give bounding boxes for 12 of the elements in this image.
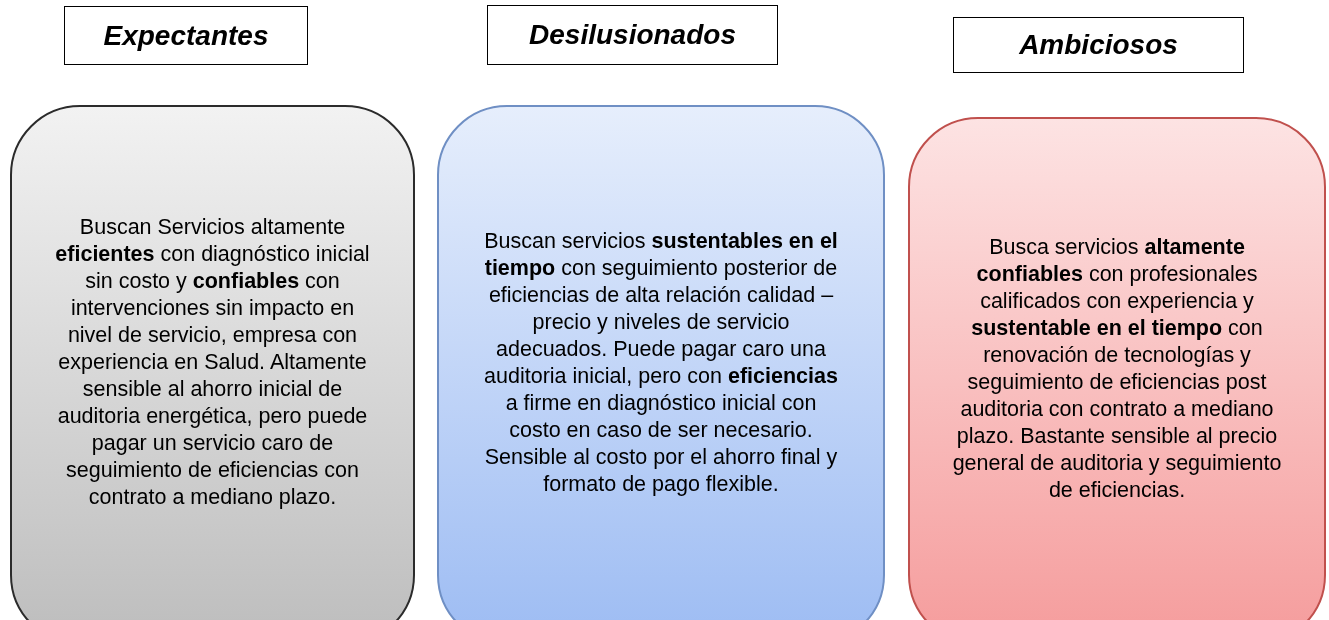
heading: Expectantes bbox=[103, 19, 269, 52]
rounded-card bbox=[437, 105, 885, 620]
description-text: Buscan Servicios altamente eficientes con diagnóstico inicial sin costo y confiables con intervenciones sin impacto en nivel de servicio, empresa con experiencia en Salud. Altamente sensible al ahorro inicial de auditoria energética, pero puede pagar un servicio caro de seguimiento de eficiencias con contrato a mediano plazo. bbox=[54, 214, 371, 511]
title-box bbox=[953, 17, 1244, 73]
title-box bbox=[487, 5, 778, 65]
description-text: Busca servicios altamente confiables con profesionales calificados con experiencia y sustentable en el tiempo con renovación de tecnologías y seguimiento de eficiencias post auditoria con contrato a mediano plazo. Bastante sensible al precio general de auditoria y seguimiento de eficiencias. bbox=[951, 233, 1283, 504]
rounded-card bbox=[908, 117, 1326, 620]
heading: Desilusionados bbox=[529, 19, 736, 51]
title-box bbox=[64, 6, 308, 65]
description-text: Buscan servicios sustentables en el tiempo con seguimiento posterior de eficiencias de alta relación calidad – precio y niveles de servicio adecuados. Puede pagar caro una auditoria inicial, pero con eficiencias a firme en diagnóstico inicial con costo en caso de ser necesario. Sensible al costo por el ahorro final y formato de pago flexible. bbox=[483, 227, 839, 498]
rounded-card bbox=[10, 105, 415, 620]
heading: Ambiciosos bbox=[1019, 29, 1178, 61]
